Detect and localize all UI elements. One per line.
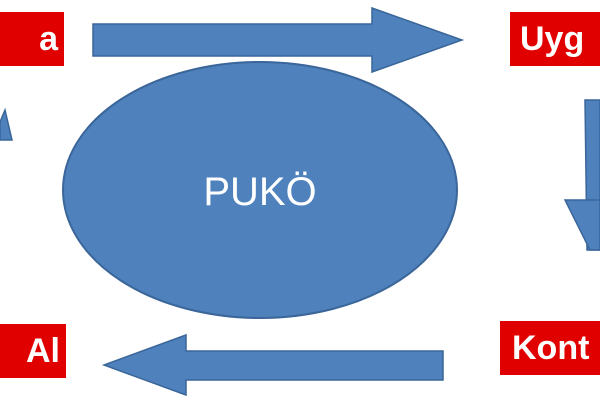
arrow-left-bottom [101,333,444,397]
box-bottom-right: Kont [500,321,600,375]
box-top-left: a [0,12,64,66]
arrow-down-right-head [563,199,600,251]
arrow-up-left [0,107,13,141]
center-ellipse [62,61,458,319]
box-bottom-left: Al [0,324,66,378]
arrow-right-top [92,6,465,74]
center-label: PUKÖ [203,170,317,214]
box-top-right: Uyg [510,12,600,66]
